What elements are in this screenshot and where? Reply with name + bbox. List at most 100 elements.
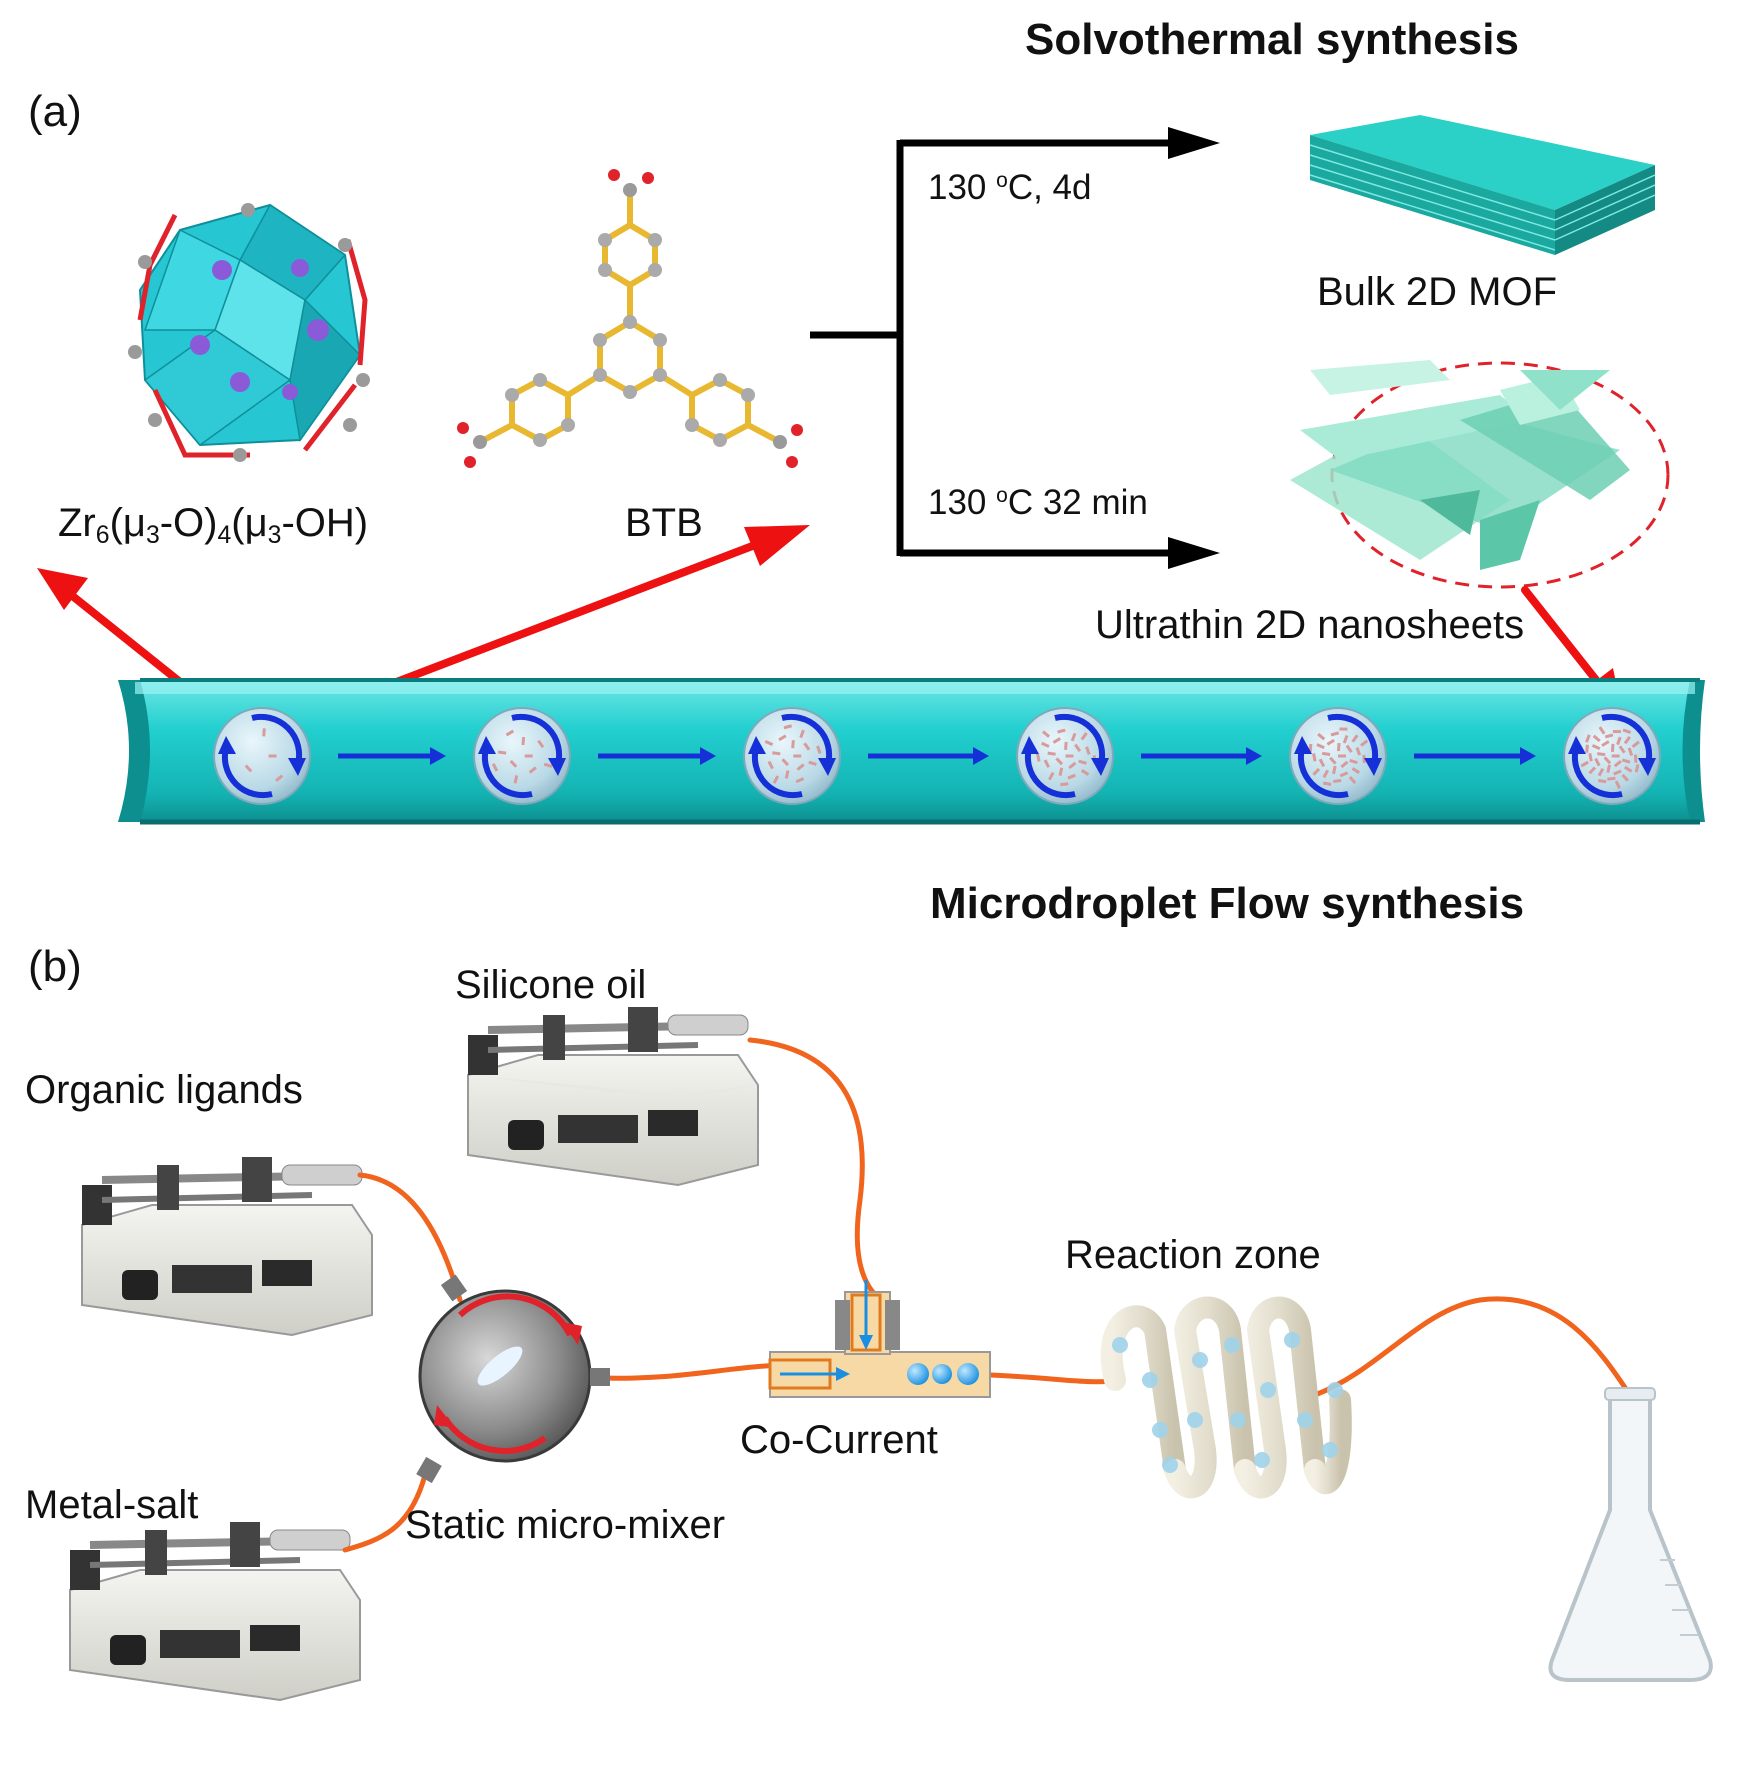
nanosheet-particle: [1634, 764, 1640, 773]
nanosheet-particle: [1041, 741, 1050, 748]
nanosheet-particle: [767, 760, 774, 770]
nanosheet-particle: [1613, 759, 1622, 768]
circulation-arrow: [251, 713, 303, 765]
coil-droplet: [1152, 1422, 1168, 1438]
nanosheet-particle: [1349, 759, 1358, 765]
nanosheet-particle: [1068, 761, 1077, 770]
coil-droplet: [1322, 1442, 1338, 1458]
coil-droplet: [1297, 1412, 1313, 1428]
condition-solvothermal: 130 oC, 4d: [928, 170, 1091, 205]
condition-solvothermal-temp: 130: [928, 168, 997, 207]
flow-direction-arrowhead: [430, 747, 446, 765]
nanosheet-particle: [1348, 776, 1357, 784]
nanosheet-particle: [1633, 754, 1638, 763]
nanosheet-particle: [1598, 779, 1607, 784]
nanosheet-particle: [816, 745, 822, 755]
organic-ligands-label: Organic ligands: [25, 1068, 303, 1112]
synthesis-branch-arrows: [810, 139, 1180, 557]
nanosheet-particle: [1312, 753, 1317, 762]
nanosheet-particle: [1064, 741, 1068, 751]
nanosheet-particle: [1078, 759, 1087, 765]
nanosheet-particle: [537, 739, 545, 749]
coil-droplet: [1284, 1332, 1300, 1348]
nanosheet-particle: [784, 770, 790, 779]
nanosheet-particle: [1043, 759, 1050, 768]
nanosheet-particle: [1362, 754, 1366, 764]
nanosheet-particle: [1607, 776, 1616, 781]
btb-ligand-structure: [457, 169, 803, 468]
static-mixer-label: Static micro-mixer: [405, 1503, 726, 1547]
nanosheet-particle: [1326, 738, 1335, 746]
nanosheet-particle: [1603, 756, 1612, 765]
circulation-arrowhead: [288, 758, 306, 776]
nanosheet-particle: [1323, 781, 1332, 786]
condition-solvothermal-rest: C, 4d: [1007, 168, 1092, 207]
coil-droplet: [1260, 1382, 1276, 1398]
coil-droplet: [1142, 1372, 1158, 1388]
static-micro-mixer: [416, 1274, 610, 1484]
nanosheet-particle: [1312, 767, 1321, 776]
circulation-arrow: [221, 747, 273, 799]
coil-droplet: [1327, 1382, 1343, 1398]
nanosheet-particle: [1336, 742, 1341, 752]
nanosheet-particle: [1616, 736, 1622, 746]
circulation-arrow: [751, 747, 803, 799]
nanosheet-particle: [275, 774, 284, 782]
nanosheet-particle: [1070, 732, 1077, 742]
nanosheet-particle: [1340, 760, 1349, 769]
nanosheet-particle: [1606, 764, 1611, 773]
nanosheet-particle: [1592, 734, 1601, 743]
droplet: [743, 707, 841, 805]
nanosheet-particle: [796, 763, 805, 771]
circulation-arrowhead: [478, 736, 496, 754]
nanosheet-particle: [1610, 743, 1615, 752]
nanosheet-particle: [524, 754, 533, 758]
nanosheet-particle: [497, 750, 507, 755]
zr6-cluster-label: Zr6(μ3-O)4(μ3-OH): [58, 501, 369, 548]
circulation-arrow: [511, 713, 563, 765]
nanosheet-particle: [1588, 753, 1593, 762]
nanosheet-particle: [1360, 739, 1369, 747]
nanosheet-particle: [1345, 744, 1353, 753]
degree-mark: o: [996, 484, 1008, 508]
nanosheet-particle: [1598, 726, 1606, 735]
circulation-arrow: [1054, 713, 1106, 765]
nanosheet-particle: [244, 764, 253, 773]
coil-droplet: [1192, 1352, 1208, 1368]
nanosheet-particle: [1338, 754, 1347, 758]
nanosheet-particle: [793, 754, 802, 758]
nanosheet-particle: [505, 729, 515, 737]
circulation-arrow: [1297, 747, 1349, 799]
nanosheet-particle: [268, 754, 277, 758]
nanosheet-particle: [1355, 747, 1362, 756]
nanosheet-particle: [1604, 733, 1614, 739]
nanosheet-particle: [1065, 754, 1074, 758]
circulation-arrowhead: [1294, 736, 1312, 754]
coil-droplets: [1112, 1332, 1343, 1473]
nanosheet-particle: [803, 742, 811, 751]
microdroplet-flow-title: Microdroplet Flow synthesis: [930, 879, 1525, 928]
cluster-subscript: 3: [145, 522, 160, 550]
coil-droplet: [1254, 1452, 1270, 1468]
flow-direction-arrowhead: [700, 747, 716, 765]
cluster-text: -OH): [281, 501, 369, 545]
nanosheet-particle: [1612, 729, 1621, 734]
nanosheet-particle: [1614, 780, 1621, 789]
reaction-zone-label: Reaction zone: [1065, 1233, 1321, 1277]
circulation-arrowhead: [1364, 758, 1382, 776]
nanosheet-particle: [1597, 752, 1606, 757]
nanosheet-particle: [1591, 744, 1601, 751]
nanosheet-particle: [1321, 751, 1331, 756]
nanosheet-particle: [513, 775, 519, 784]
circulation-arrow: [481, 747, 533, 799]
microdroplet-flow-tube: [118, 678, 1705, 825]
nanosheet-particle: [1623, 765, 1633, 773]
co-current-label: Co-Current: [740, 1418, 938, 1462]
reaction-zone-coil: [1100, 1296, 1352, 1499]
droplet: [473, 707, 571, 805]
circulation-arrowhead: [1091, 758, 1109, 776]
condition-flow: 130 oC 32 min: [928, 485, 1148, 520]
nanosheet-particle: [1623, 736, 1631, 745]
nanosheet-particle: [1067, 773, 1076, 780]
nanosheet-particle: [1585, 744, 1589, 753]
